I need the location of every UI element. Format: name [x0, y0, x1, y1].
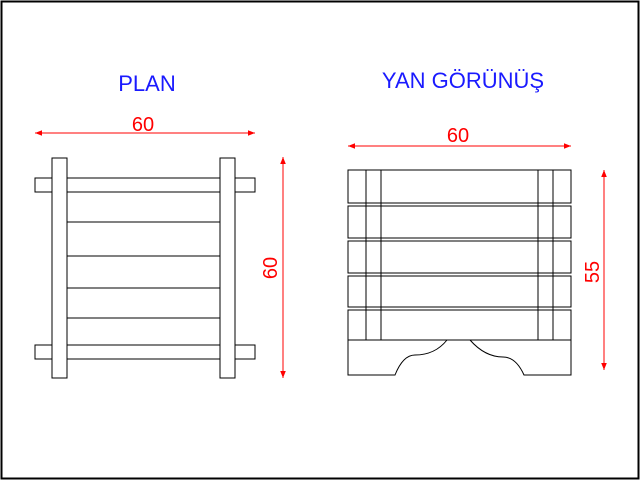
- plan-slats: [66, 191, 221, 346]
- plan-slat: [66, 221, 221, 257]
- plan-width-dimension: 60: [35, 114, 255, 136]
- side-posts: [365, 170, 554, 340]
- plan-width-label: 60: [132, 114, 154, 136]
- plan-depth-label: 60: [260, 257, 282, 279]
- plan-title: PLAN: [118, 71, 175, 96]
- plan-depth-dimension: 60: [260, 157, 286, 378]
- side-width-dimension: 60: [348, 125, 571, 149]
- plan-slat: [66, 317, 221, 346]
- side-view: YAN GÖRÜNÜŞ 60 55: [347, 68, 607, 376]
- side-leg-right: [468, 339, 572, 376]
- side-slat: [347, 275, 572, 308]
- side-height-dimension: 55: [582, 170, 607, 370]
- side-slat: [347, 309, 572, 341]
- side-leg-left: [347, 339, 449, 376]
- side-width-label: 60: [447, 125, 469, 147]
- plan-slat: [66, 287, 221, 319]
- plan-leg-right: [219, 157, 236, 379]
- side-height-label: 55: [582, 261, 604, 283]
- plan-slat: [66, 255, 221, 289]
- side-title: YAN GÖRÜNÜŞ: [382, 68, 544, 93]
- side-slat: [347, 240, 572, 274]
- side-slat: [347, 169, 572, 204]
- plan-leg-left: [51, 157, 68, 379]
- side-slats: [347, 169, 572, 341]
- side-slat: [347, 205, 572, 239]
- plan-view: PLAN 60 60: [34, 71, 286, 379]
- plan-slat: [66, 191, 221, 223]
